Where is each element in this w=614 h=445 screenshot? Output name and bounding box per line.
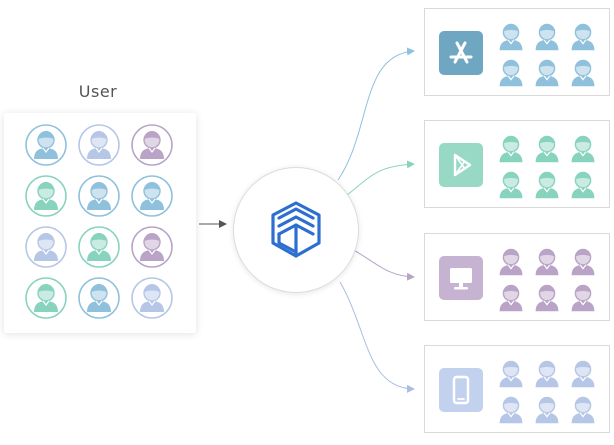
user-icon: [499, 135, 523, 163]
smartphone-icon: [452, 375, 470, 405]
target-box-desktop: [424, 233, 610, 321]
connector-desktop: [349, 247, 415, 281]
user-avatar-icon: [25, 277, 67, 319]
connector-mobile: [339, 281, 415, 393]
target-box-google-play: [424, 120, 610, 208]
user-icon: [499, 23, 523, 51]
user-icon: [535, 171, 559, 199]
platform-tile-app-store: [439, 31, 483, 75]
user-label: User: [78, 82, 118, 101]
user-icon: [571, 135, 595, 163]
user-icon: [535, 360, 559, 388]
user-icon: [499, 171, 523, 199]
target-users-google-play: [499, 135, 595, 199]
user-icon: [571, 23, 595, 51]
user-icon: [571, 171, 595, 199]
user-icon: [571, 360, 595, 388]
target-users-mobile: [499, 360, 595, 424]
target-box-app-store: [424, 8, 610, 96]
connector-app-store: [337, 47, 415, 181]
monitor-icon: [450, 268, 472, 290]
user-icon: [571, 59, 595, 87]
user-icon: [499, 59, 523, 87]
user-icon: [535, 135, 559, 163]
user-avatar-icon: [131, 124, 173, 166]
connector-google-play: [345, 160, 415, 197]
target-users-desktop: [499, 248, 595, 312]
hub-circle: [233, 167, 359, 293]
user-avatar-icon: [78, 277, 120, 319]
user-avatar-icon: [25, 124, 67, 166]
user-icon: [499, 248, 523, 276]
platform-tile-desktop: [439, 256, 483, 300]
user-avatar-icon: [78, 226, 120, 268]
platform-tile-google-play: [439, 143, 483, 187]
user-avatar-icon: [25, 226, 67, 268]
user-icon: [571, 284, 595, 312]
user-icon: [535, 59, 559, 87]
user-avatar-icon: [78, 124, 120, 166]
google-play-icon: [453, 153, 472, 177]
user-icon: [499, 396, 523, 424]
user-icon: [535, 284, 559, 312]
platform-tile-mobile: [439, 368, 483, 412]
user-panel: [4, 113, 196, 333]
app-store-icon: [449, 41, 473, 64]
user-avatar-icon: [131, 277, 173, 319]
user-icon: [499, 284, 523, 312]
user-avatar-icon: [78, 175, 120, 217]
user-icon: [571, 248, 595, 276]
user-icon: [499, 360, 523, 388]
layered-cube-logo-icon: [271, 201, 321, 258]
target-box-mobile: [424, 345, 610, 433]
user-icon: [535, 248, 559, 276]
source-user-grid: [25, 124, 173, 319]
user-avatar-icon: [131, 175, 173, 217]
target-users-app-store: [499, 23, 595, 87]
user-icon: [571, 396, 595, 424]
user-avatar-icon: [25, 175, 67, 217]
user-icon: [535, 23, 559, 51]
user-avatar-icon: [131, 226, 173, 268]
user-icon: [535, 396, 559, 424]
